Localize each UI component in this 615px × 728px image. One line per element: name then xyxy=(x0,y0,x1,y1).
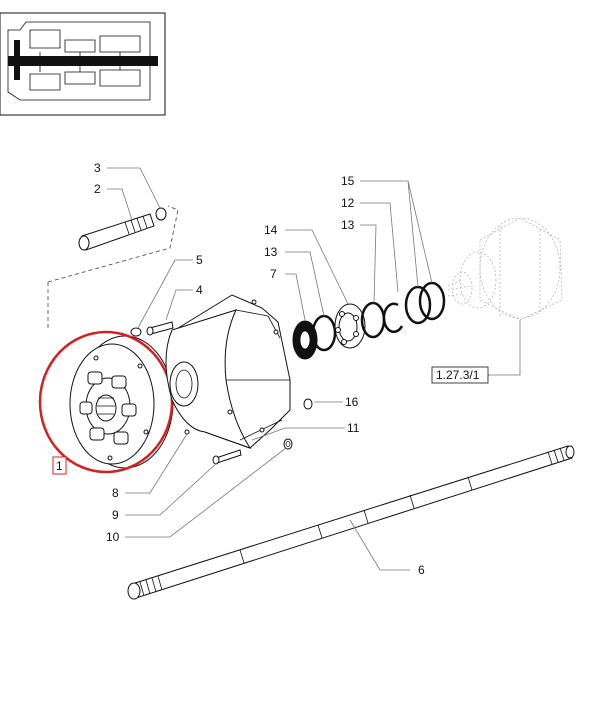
label-4: 4 xyxy=(196,283,203,297)
label-13-lower: 13 xyxy=(264,245,278,259)
label-16: 16 xyxy=(345,395,359,409)
part-3-o-ring[interactable] xyxy=(155,207,167,221)
part-4-bolt[interactable] xyxy=(146,321,174,336)
part-11-housing[interactable] xyxy=(165,294,291,449)
locator-thumbnail[interactable] xyxy=(0,12,166,116)
label-14: 14 xyxy=(264,223,278,237)
part-5-washer[interactable] xyxy=(130,327,142,337)
part-2-splined-shaft[interactable] xyxy=(78,213,155,251)
reference-box xyxy=(431,366,489,384)
alignment-dashed-outline xyxy=(47,205,179,330)
label-9: 9 xyxy=(112,508,119,522)
label-11: 11 xyxy=(347,421,360,435)
part-10-plug[interactable] xyxy=(283,438,293,450)
label-3: 3 xyxy=(94,161,101,175)
part-8-pin[interactable] xyxy=(184,429,190,435)
part-6-main-shaft[interactable] xyxy=(127,445,575,600)
label-1-box xyxy=(52,456,67,475)
part-12-circlip[interactable] xyxy=(382,302,404,333)
label-15: 15 xyxy=(341,174,355,188)
part-14-bearing[interactable] xyxy=(334,303,366,349)
reference-assembly-ghost[interactable] xyxy=(447,217,563,321)
label-12: 12 xyxy=(341,196,355,210)
part-15-rings[interactable] xyxy=(404,281,446,325)
part-16-o-ring[interactable] xyxy=(303,398,313,410)
part-1-clutch-pack[interactable] xyxy=(69,335,174,469)
part-9-bolt[interactable] xyxy=(212,449,242,465)
label-5: 5 xyxy=(196,253,203,267)
label-10: 10 xyxy=(106,530,120,544)
part-7-seal[interactable] xyxy=(292,320,318,360)
label-8: 8 xyxy=(112,486,119,500)
leader-lines xyxy=(107,167,521,571)
label-13-upper: 13 xyxy=(341,218,355,232)
label-1[interactable]: 1 xyxy=(56,459,63,473)
highlight-circle xyxy=(38,330,174,474)
reference-label[interactable]: 1.27.3/1 xyxy=(436,368,480,382)
part-13-snap-ring-b[interactable] xyxy=(360,301,386,339)
label-7: 7 xyxy=(270,267,277,281)
label-2: 2 xyxy=(94,182,101,196)
label-6: 6 xyxy=(418,563,425,577)
